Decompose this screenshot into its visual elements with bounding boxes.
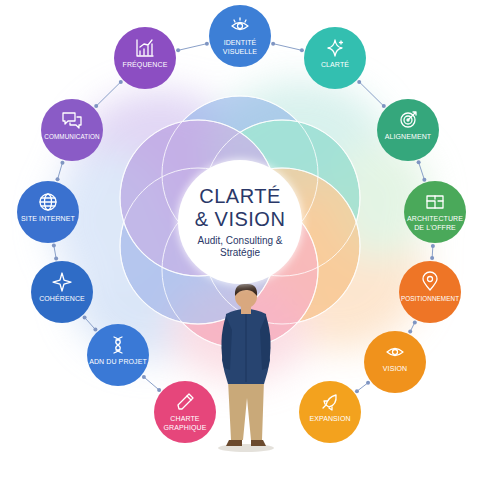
connector-dot <box>56 177 60 181</box>
connector-dot <box>176 48 180 52</box>
pin-icon <box>423 272 437 290</box>
connector-dot <box>357 80 361 84</box>
sparkle-icon <box>328 40 343 56</box>
connector-dot <box>366 381 370 385</box>
topic-circle: IDENTITÉ VISUELLE <box>209 5 271 67</box>
globe-icon <box>40 194 56 210</box>
ring-connector-group <box>94 80 123 108</box>
ring-connector <box>144 377 159 390</box>
target-icon <box>401 112 416 127</box>
ring-connector-group <box>83 315 98 331</box>
ring-connector-group <box>142 375 161 392</box>
ring-connector <box>419 162 425 179</box>
topic-circle: VISION <box>364 331 426 393</box>
topic-label: EXPANSION <box>301 415 359 424</box>
connector-dot <box>119 80 123 84</box>
topic-label: ADN DU PROJET <box>89 358 147 367</box>
topic-circle: SITE INTERNET <box>17 181 79 243</box>
topic-circle: ADN DU PROJET <box>87 324 149 386</box>
topic-circle: POSITIONNEMENT <box>399 261 461 323</box>
connector-dot <box>413 320 417 324</box>
eye-icon <box>232 18 248 30</box>
ring-connector-group <box>355 381 370 394</box>
topic-label: VISION <box>366 365 424 374</box>
topic-circle: COMMUNICATION <box>41 99 103 161</box>
ring-connector-group <box>408 320 417 333</box>
connector-dot <box>422 178 426 182</box>
topic-label: SITE INTERNET <box>19 215 77 224</box>
connector-dot <box>300 48 304 52</box>
connector-dot <box>271 42 275 46</box>
connector-dot <box>54 257 58 261</box>
center-title: CLARTÉ & VISION <box>192 185 288 231</box>
topic-circle: COHÉRENCE <box>31 261 93 323</box>
rocket-icon <box>323 395 336 410</box>
topic-label: CLARTÉ <box>306 61 364 70</box>
ring-connector <box>58 163 63 180</box>
topic-label: ALIGNEMENT <box>379 133 437 142</box>
chart-icon <box>137 40 153 56</box>
speech-icon <box>63 113 81 128</box>
topic-label: CHARTE GRAPHIQUE <box>156 415 214 432</box>
topic-circle: CHARTE GRAPHIQUE <box>154 381 216 443</box>
connector-dot <box>431 244 435 248</box>
ring-connector-group <box>430 244 435 260</box>
topic-label: FRÉQUENCE <box>116 61 174 70</box>
ring-connector-group <box>56 161 65 182</box>
connector-dot <box>355 389 359 393</box>
connector-dot <box>94 104 98 108</box>
center-subtitle: Audit, Consulting & Stratégie <box>192 235 288 259</box>
pencil-icon <box>178 394 193 409</box>
connector-dot <box>430 256 434 260</box>
ring-connector <box>85 317 96 329</box>
ring-connector <box>359 82 384 106</box>
ring-connector-group <box>176 42 209 53</box>
topic-label: ARCHITECTURE DE L'OFFRE <box>406 215 464 232</box>
person-figure <box>218 284 274 452</box>
topic-circle: ARCHITECTURE DE L'OFFRE <box>404 181 466 243</box>
ring-connector <box>178 44 207 51</box>
ring-connector <box>357 383 368 392</box>
blueprint-icon <box>427 196 443 208</box>
topic-label: POSITIONNEMENT <box>401 295 459 304</box>
dna-icon <box>114 337 122 353</box>
connector-dot <box>142 375 146 379</box>
connector-dot <box>83 315 87 319</box>
eye-icon <box>387 349 403 356</box>
ring-connector <box>273 44 302 51</box>
topic-circle: FRÉQUENCE <box>114 27 176 89</box>
topic-circle: ALIGNEMENT <box>377 99 439 161</box>
topic-label: IDENTITÉ VISUELLE <box>211 39 269 56</box>
ring-connector-group <box>271 42 304 53</box>
connector-dot <box>52 243 56 247</box>
ring-connector-group <box>52 243 58 260</box>
ring-connector-group <box>417 160 427 181</box>
connector-dot <box>60 161 64 165</box>
topic-label: COHÉRENCE <box>33 295 91 304</box>
topic-circle: CLARTÉ <box>304 27 366 89</box>
ring-connector-group <box>357 80 386 108</box>
connector-dot <box>205 42 209 46</box>
connector-dot <box>417 160 421 164</box>
topic-label: COMMUNICATION <box>43 133 101 142</box>
center-circle: CLARTÉ & VISION Audit, Consulting & Strat… <box>178 160 302 284</box>
topic-circle: EXPANSION <box>299 381 361 443</box>
connector-dot <box>408 330 412 334</box>
ring-connector <box>96 82 121 106</box>
compass-icon <box>53 273 71 291</box>
